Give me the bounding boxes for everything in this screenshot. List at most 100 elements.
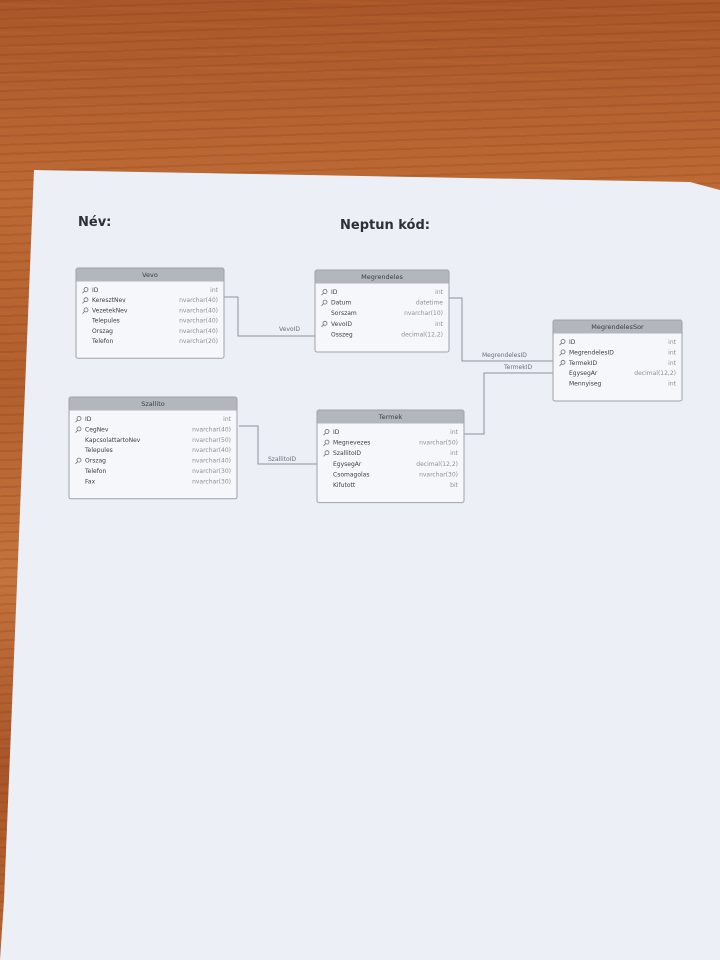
table-row: Telefon nvarchar(20) (91, 338, 218, 345)
column-name: KapcsolattartoNev (85, 437, 141, 444)
column-type: nvarchar(40) (192, 458, 231, 465)
column-type: decimal(12,2) (401, 331, 443, 338)
table-title: Szallito (141, 400, 164, 408)
column-type: int (223, 416, 231, 423)
table-frame (316, 409, 465, 504)
table-row: Osszeg decimal(12,2) (331, 331, 443, 338)
column-name: ID (333, 429, 340, 436)
column-name: Orszag (92, 328, 113, 335)
column-type: datetime (416, 300, 443, 307)
column-name: Telefon (84, 468, 106, 475)
table-title: Megrendeles (361, 273, 403, 281)
relation-line-vevoid (224, 296, 315, 337)
key-icon (82, 307, 89, 314)
column-name: Osszeg (331, 331, 353, 338)
table-row: KapcsolattartoNev nvarchar(50) (85, 437, 231, 444)
column-type: nvarchar(10) (404, 310, 443, 317)
column-name: ID (331, 289, 338, 296)
relation-label-vevoid: VevoID (279, 326, 300, 333)
column-type: int (450, 429, 458, 436)
table-header (76, 268, 224, 282)
column-type: nvarchar(50) (419, 440, 458, 447)
table-row: EgysegAr decimal(12,2) (333, 461, 458, 468)
table-frame (75, 267, 225, 359)
table-header (317, 410, 464, 424)
column-type: nvarchar(30) (192, 468, 231, 475)
table-frame (68, 396, 238, 500)
column-name: Mennyiseg (569, 381, 602, 388)
table-row: Telepules nvarchar(40) (84, 447, 231, 454)
table-row: SzallitoID int (323, 450, 459, 457)
column-type: nvarchar(40) (179, 297, 218, 304)
table-row: ID int (323, 429, 459, 436)
column-type: nvarchar(50) (192, 437, 231, 444)
column-name: Orszag (85, 458, 106, 465)
key-icon (321, 299, 328, 307)
table-row: Sorszam nvarchar(10) (331, 310, 443, 317)
key-icon (321, 320, 328, 328)
column-name: VevoID (331, 321, 352, 328)
column-type: nvarchar(20) (179, 338, 218, 345)
table-row: CegNev nvarchar(40) (75, 426, 231, 433)
column-type: decimal(12,2) (634, 370, 676, 377)
table-title: Termek (378, 413, 403, 421)
column-name: CegNev (85, 426, 109, 433)
column-type: nvarchar(40) (192, 447, 231, 454)
table-row: ID int (75, 416, 232, 423)
column-name: ID (85, 416, 92, 423)
column-name: Telepules (91, 318, 120, 325)
table-row: Telefon nvarchar(30) (84, 468, 231, 475)
relation-label-szallitoid: SzallitoID (268, 456, 296, 463)
column-type: nvarchar(40) (192, 426, 231, 433)
column-type: int (668, 381, 676, 388)
column-type: decimal(12,2) (416, 461, 458, 468)
column-type: nvarchar(40) (179, 328, 218, 335)
table-row: Orszag nvarchar(40) (75, 457, 231, 465)
table-title: MegrendelesSor (591, 323, 644, 331)
key-icon (75, 457, 82, 465)
column-name: Kifutott (333, 482, 356, 489)
table-frame (314, 269, 450, 353)
table-header (553, 320, 682, 334)
column-name: KeresztNev (92, 297, 126, 304)
column-type: nvarchar(30) (192, 478, 231, 485)
table-header (69, 397, 237, 411)
column-type: nvarchar(30) (419, 471, 458, 478)
table-row: KeresztNev nvarchar(40) (82, 297, 218, 304)
table-row: Mennyiseg int (569, 381, 677, 388)
column-name: EgysegAr (333, 461, 362, 468)
column-name: SzallitoID (333, 450, 361, 457)
column-type: bit (450, 482, 458, 489)
key-icon (82, 297, 89, 304)
column-name: Telefon (91, 338, 113, 345)
column-name: EgysegAr (569, 370, 598, 377)
table-title: Vevo (142, 271, 158, 279)
column-name: Telepules (84, 447, 113, 454)
key-icon (321, 289, 328, 296)
relation-line-megrendelesid (448, 297, 553, 362)
key-icon (323, 429, 330, 436)
key-icon (323, 450, 330, 457)
column-name: ID (569, 339, 576, 346)
key-icon (559, 339, 566, 346)
column-name: Sorszam (331, 310, 357, 317)
table-row: Orszag nvarchar(40) (92, 328, 218, 335)
column-type: int (435, 321, 443, 328)
column-name: MegrendelesID (569, 349, 614, 356)
column-type: int (450, 450, 458, 457)
key-icon (75, 426, 82, 433)
key-icon (559, 359, 566, 367)
paper-background (0, 170, 720, 960)
